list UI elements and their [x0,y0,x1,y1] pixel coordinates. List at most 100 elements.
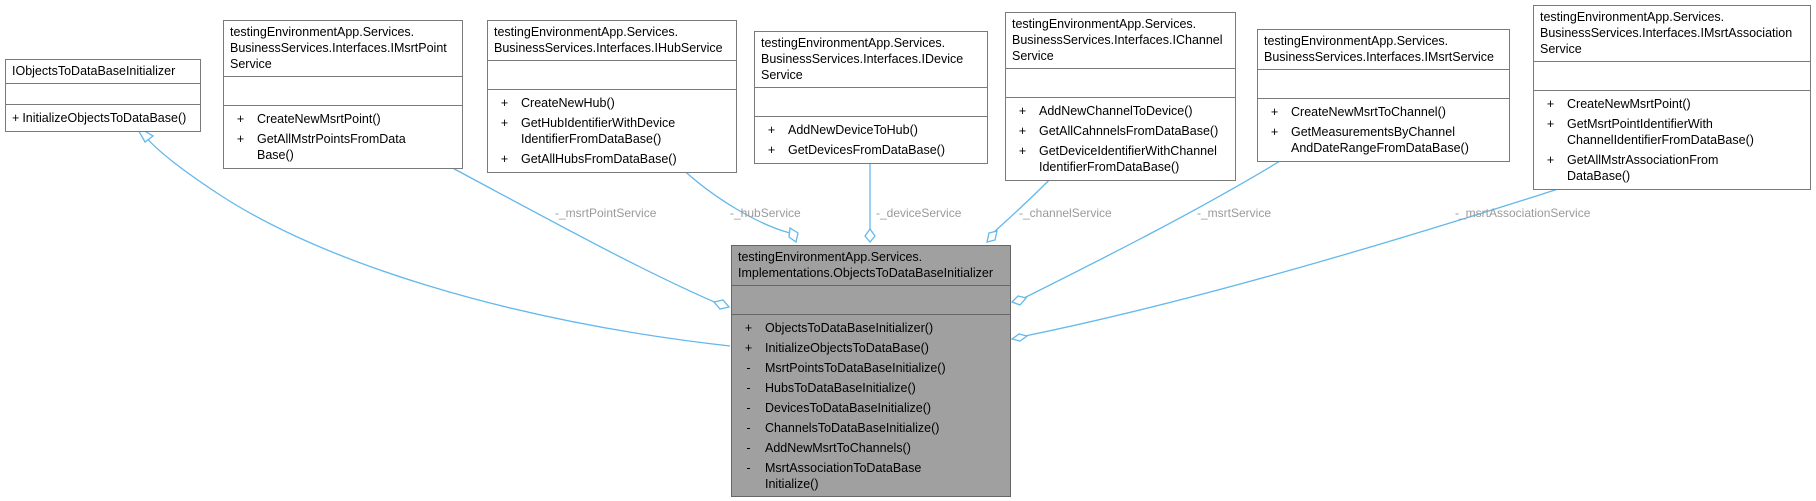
attribute-compartment [488,61,736,90]
visibility-marker: + [1270,125,1279,139]
class-name: testingEnvironmentApp.Services.BusinessS… [488,21,736,61]
msrt-point-diamond [712,299,731,310]
operation-name: GetAllCahnnelsFromDataBase() [1039,124,1219,138]
msrt-edge [1023,154,1291,299]
operation-name: CreateNewHub() [521,96,615,110]
class-box-ihub-service[interactable]: testingEnvironmentApp.Services.BusinessS… [487,20,737,173]
operation-compartment: + AddNewChannelToDevice() + GetAllCahnne… [1006,98,1235,180]
class-box-idevice-service[interactable]: testingEnvironmentApp.Services.BusinessS… [754,31,988,164]
operation-item: - HubsToDataBaseInitialize() [732,379,1010,399]
attribute-compartment [1534,62,1810,91]
class-name: testingEnvironmentApp.Services.Implement… [732,246,1010,286]
operation-item: + CreateNewMsrtPoint() [224,110,462,130]
msrt-point-edge [444,163,720,305]
visibility-marker: + [500,116,509,130]
visibility-marker: - [746,441,751,455]
operation-item: + ObjectsToDataBaseInitializer() [732,319,1010,339]
class-name: testingEnvironmentApp.Services.BusinessS… [755,32,987,88]
device-diamond [864,227,876,244]
visibility-marker: - [746,461,751,475]
msrt-diamond [1010,295,1028,306]
operation-compartment: + InitializeObjectsToDataBase() [6,105,200,131]
visibility-marker: + [767,143,776,157]
operation-name: CreateNewMsrtPoint() [1567,97,1691,111]
operation-item: + GetDevicesFromDataBase() [755,141,987,161]
msrt-association-edge-label: -_msrtAssociationService [1455,206,1591,220]
attribute-compartment [224,77,462,106]
class-box-objects-to-database-initializer[interactable]: testingEnvironmentApp.Services.Implement… [731,245,1011,497]
operation-item: + InitializeObjectsToDataBase() [732,339,1010,359]
class-box-imsrt-association-service[interactable]: testingEnvironmentApp.Services.BusinessS… [1533,5,1811,190]
hub-diamond [788,226,799,244]
channel-diamond [986,230,998,243]
operation-name: GetDevicesFromDataBase() [788,143,945,157]
operation-name: HubsToDataBaseInitialize() [765,381,916,395]
operation-item: + GetAllHubsFromDataBase() [488,150,736,170]
operation-compartment: + CreateNewMsrtPoint() + GetMsrtPointIde… [1534,91,1810,189]
visibility-marker: - [746,361,751,375]
operation-compartment: + CreateNewHub() + GetHubIdentifierWithD… [488,90,736,172]
class-box-imsrt-service[interactable]: testingEnvironmentApp.Services.BusinessS… [1257,29,1510,162]
attribute-compartment [732,286,1010,315]
attribute-compartment [1006,69,1235,98]
msrt-association-diamond [1010,333,1029,342]
operation-name: AddNewChannelToDevice() [1039,104,1193,118]
visibility-marker: + [1546,97,1555,111]
operation-name: GetAllHubsFromDataBase() [521,152,677,166]
class-name: testingEnvironmentApp.Services.BusinessS… [1258,30,1509,70]
operation-name: AddNewMsrtToChannels() [765,441,911,455]
class-box-iobjects-to-database-initializer[interactable]: IObjectsToDataBaseInitializer + Initiali… [5,59,201,132]
visibility-marker: + [1546,117,1555,131]
operation-item: + CreateNewMsrtToChannel() [1258,103,1509,123]
visibility-marker: - [746,421,751,435]
operation-name: InitializeObjectsToDataBase() [765,341,929,355]
hub-edge [677,164,791,234]
operation-compartment: + ObjectsToDataBaseInitializer() + Initi… [732,315,1010,497]
operation-item: + GetAllCahnnelsFromDataBase() [1006,122,1235,142]
class-box-ichannel-service[interactable]: testingEnvironmentApp.Services.BusinessS… [1005,12,1236,181]
operation-item: + CreateNewHub() [488,94,736,114]
operation-name: AddNewDeviceToHub() [788,123,918,137]
operation-name: ObjectsToDataBaseInitializer() [765,321,934,335]
operation-name: CreateNewMsrtToChannel() [1291,105,1446,119]
attribute-compartment [1258,70,1509,99]
operation-compartment: + AddNewDeviceToHub() + GetDevicesFromDa… [755,117,987,163]
operation-name: InitializeObjectsToDataBase() [22,111,187,125]
msrt-point-edge-label: -_msrtPointService [555,206,657,220]
operation-item: + AddNewChannelToDevice() [1006,102,1235,122]
hub-edge-label: -_hubService [730,206,801,220]
visibility-marker: + [12,111,20,125]
visibility-marker: + [500,152,509,166]
visibility-marker: + [767,123,776,137]
visibility-marker: + [744,341,753,355]
operation-name: ChannelsToDataBaseInitialize() [765,421,940,435]
msrt-association-edge [1024,181,1581,337]
visibility-marker: - [746,381,751,395]
visibility-marker: - [746,401,751,415]
attribute-compartment [755,88,987,117]
visibility-marker: + [236,112,245,126]
visibility-marker: + [744,321,753,335]
class-box-imsrt-point-service[interactable]: testingEnvironmentApp.Services.BusinessS… [223,20,463,169]
visibility-marker: + [1270,105,1279,119]
visibility-marker: + [1018,124,1027,138]
operation-item: + CreateNewMsrtPoint() [1534,95,1810,115]
class-name: testingEnvironmentApp.Services.BusinessS… [224,21,462,77]
channel-edge-label: -_channelService [1019,206,1112,220]
operation-item: + AddNewDeviceToHub() [755,121,987,141]
operation-name: DevicesToDataBaseInitialize() [765,401,932,415]
visibility-marker: + [236,132,245,146]
operation-compartment: + CreateNewMsrtPoint() + GetAllMstrPoint… [224,106,462,168]
visibility-marker: + [1546,153,1555,167]
